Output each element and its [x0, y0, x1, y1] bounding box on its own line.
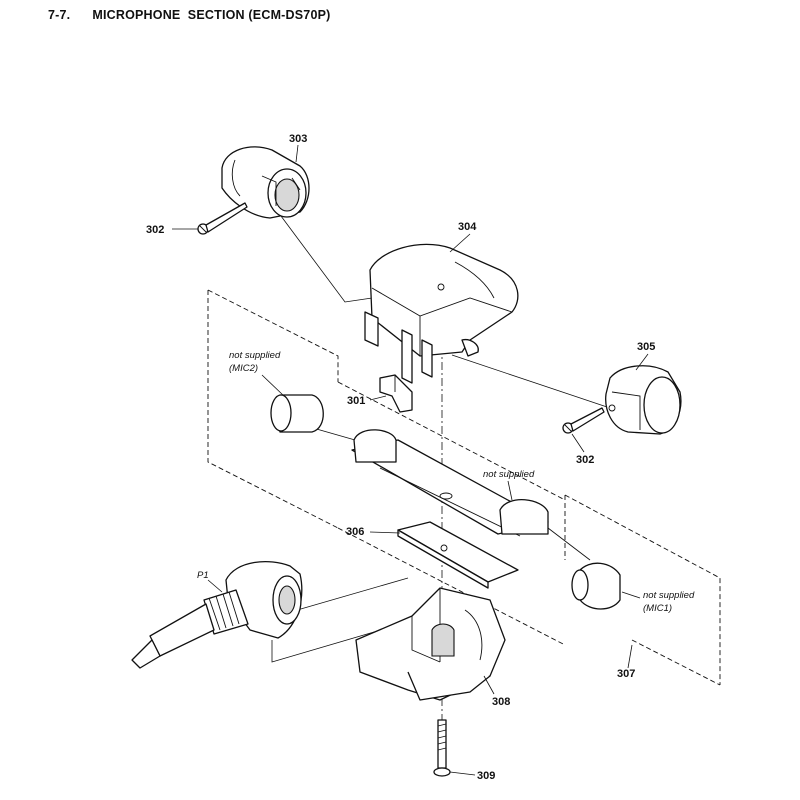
label-309: 309 — [477, 770, 495, 782]
part-303-holder — [221, 146, 310, 219]
note-middle-not-supplied: not supplied — [483, 469, 535, 480]
connection-lines — [271, 211, 611, 663]
label-P1: P1 — [197, 570, 209, 581]
part-302-screw-right — [562, 407, 605, 434]
part-301-clip — [379, 374, 413, 413]
mic2-dashed-bracket — [207, 289, 339, 529]
label-302-right: 302 — [576, 454, 594, 466]
part-302-screw-left — [197, 202, 248, 235]
note-mic2-label: (MIC2) — [229, 363, 258, 374]
part-middle-holder-sheet — [351, 429, 549, 537]
label-307: 307 — [617, 668, 635, 680]
page-title: 7-7. MICROPHONE SECTION (ECM-DS70P) — [48, 8, 331, 22]
part-304-top-cover — [364, 243, 519, 384]
label-303: 303 — [289, 133, 307, 145]
label-301: 301 — [347, 395, 365, 407]
part-P1-plug — [131, 560, 303, 669]
note-mic1-not-supplied: not supplied — [643, 590, 695, 601]
label-304: 304 — [458, 221, 477, 233]
label-305: 305 — [637, 341, 655, 353]
note-mic1-label: (MIC1) — [643, 603, 672, 614]
part-308-bottom-case — [355, 587, 506, 701]
section-number: 7-7. — [48, 8, 71, 22]
part-305-holder — [605, 365, 682, 435]
assembly-dashed-guides — [337, 381, 566, 646]
section-title: MICROPHONE SECTION (ECM-DS70P) — [92, 8, 331, 22]
mic1-dashed-bracket-307 — [564, 494, 721, 686]
label-302-left: 302 — [146, 224, 164, 236]
note-mic2-not-supplied: not supplied — [229, 350, 281, 361]
part-309-screw — [433, 719, 451, 777]
label-306: 306 — [346, 526, 364, 538]
mic1-capsule — [571, 562, 621, 610]
mic2-capsule — [270, 394, 324, 433]
part-306-board — [397, 521, 519, 589]
label-308: 308 — [492, 696, 510, 708]
